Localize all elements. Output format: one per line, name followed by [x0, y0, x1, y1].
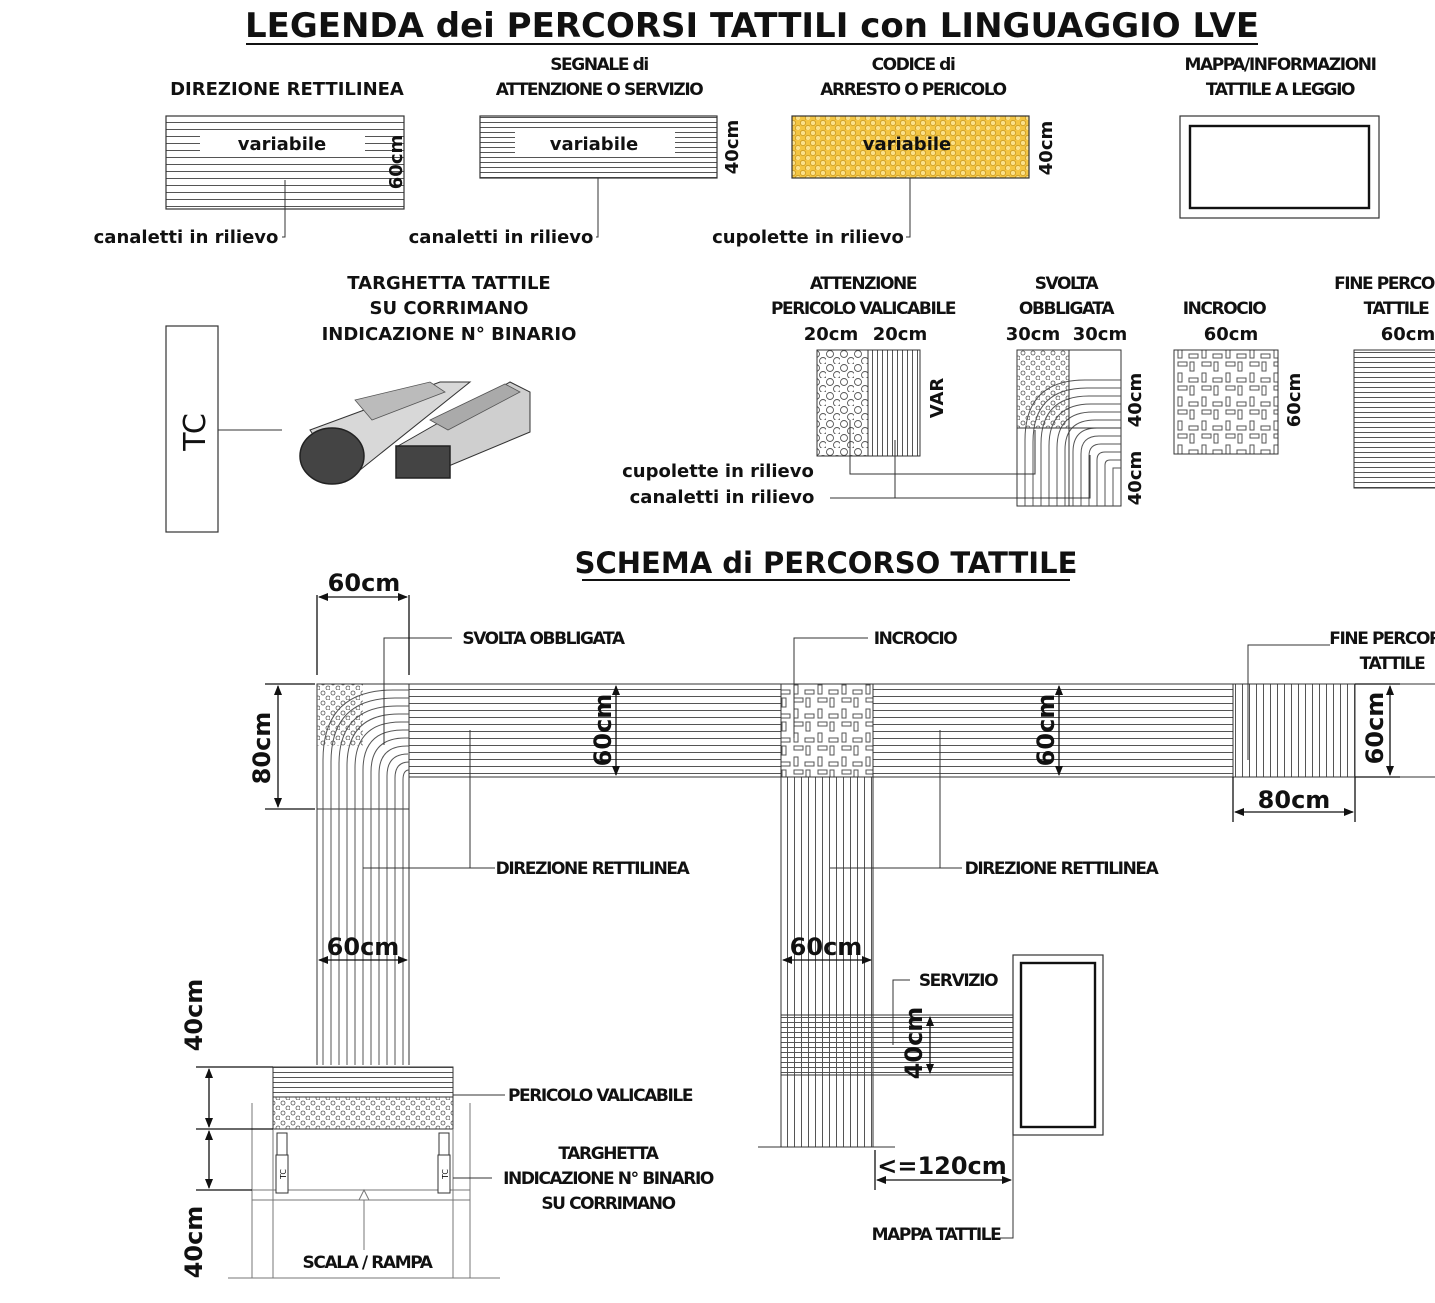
legend-codice-dim: 40cm: [1036, 121, 1057, 175]
legend-attenzione: ATTENZIONE PERICOLO VALICABILE 20cm 20cm…: [771, 274, 957, 457]
dim-h2-60: 60cm: [1032, 694, 1060, 767]
legend-direzione-dim: 60cm: [386, 135, 407, 189]
legend-codice-callout: cupolette in rilievo: [712, 227, 904, 248]
legend-direzione-title: DIREZIONE RETTILINEA: [170, 79, 404, 100]
callout-canaletti: canaletti in rilievo: [630, 487, 815, 508]
legend-mappa: MAPPA/INFORMAZIONI TATTILE A LEGGIO: [1179, 55, 1380, 219]
legend-codice-inner: variabile: [863, 134, 952, 155]
dim-left-40a: 40cm: [180, 979, 208, 1052]
label-scala: SCALA / RAMPA: [303, 1253, 434, 1273]
legend-svolta: SVOLTA OBBLIGATA 30cm 30cm 40cm 40cm: [1006, 274, 1146, 507]
schema-title: SCHEMA di PERCORSO TATTILE: [575, 546, 1078, 580]
path-main-horizontal: [408, 683, 1435, 778]
legend-tc-label: TC: [178, 413, 213, 452]
label-direzione-2: DIREZIONE RETTILINEA: [965, 859, 1160, 879]
legend-attenzione-title-1: ATTENZIONE: [810, 274, 917, 294]
legend-targhetta-title-2: SU CORRIMANO: [370, 298, 529, 319]
legend-attenzione-dim-a: 20cm: [804, 324, 858, 345]
label-fine-2: TATTILE: [1360, 654, 1425, 674]
legend-direzione-rettilinea: DIREZIONE RETTILINEA variabile 60cm cana…: [94, 79, 407, 248]
legend-segnale-dim: 40cm: [722, 120, 743, 174]
legend-svolta-side-a: 40cm: [1125, 373, 1146, 427]
legend-segnale-title-1: SEGNALE di: [550, 55, 648, 75]
path-servizio: [780, 1014, 1014, 1076]
dim-v2-60: 60cm: [790, 933, 863, 961]
path-stair: TC TC: [228, 1066, 500, 1279]
dim-fine-80: 80cm: [1258, 786, 1331, 814]
dim-left-80: 80cm: [248, 712, 276, 785]
legend-mappa-title-2: TATTILE A LEGGIO: [1206, 80, 1355, 100]
dim-v1-60: 60cm: [327, 933, 400, 961]
dim-fine-60: 60cm: [1361, 692, 1389, 765]
legend-svolta-title-1: SVOLTA: [1035, 274, 1100, 294]
handrail-illustration: [299, 381, 531, 485]
legend-incrocio-side: 60cm: [1284, 373, 1305, 427]
legend-attenzione-title-2: PERICOLO VALICABILE: [771, 299, 956, 319]
legend-mappa-title-1: MAPPA/INFORMAZIONI: [1184, 55, 1375, 75]
label-mappa-tattile: MAPPA TATTILE: [872, 1225, 1002, 1245]
dim-top-60: 60cm: [328, 569, 401, 597]
legend-segnale-inner: variabile: [550, 134, 639, 155]
dim-h1-60: 60cm: [589, 694, 617, 767]
legend-direzione-inner: variabile: [238, 134, 327, 155]
legend-callouts: cupolette in rilievo canaletti in riliev…: [622, 420, 1091, 508]
legend-attenzione-side: VAR: [927, 378, 948, 419]
label-fine-1: FINE PERCOR: [1329, 629, 1435, 649]
legend-targhetta-title-1: TARGHETTA TATTILE: [347, 273, 550, 294]
label-svolta-obbligata: SVOLTA OBBLIGATA: [462, 629, 626, 649]
label-targhetta-1: TARGHETTA: [558, 1144, 659, 1164]
legend-incrocio: INCROCIO 60cm 60cm: [1173, 299, 1305, 455]
stair-tc-right: TC: [441, 1169, 450, 1180]
legend-direzione-callout: canaletti in rilievo: [94, 227, 279, 248]
page-title: LEGENDA dei PERCORSI TATTILI con LINGUAG…: [245, 6, 1259, 46]
callout-cupolette: cupolette in rilievo: [622, 461, 814, 482]
label-targhetta-3: SU CORRIMANO: [541, 1194, 675, 1214]
legend-segnale-callout: canaletti in rilievo: [409, 227, 594, 248]
label-direzione-1: DIREZIONE RETTILINEA: [496, 859, 691, 879]
legend-svolta-dim-b: 30cm: [1073, 324, 1127, 345]
label-incrocio: INCROCIO: [874, 629, 958, 649]
legend-svolta-title-2: OBBLIGATA: [1019, 299, 1115, 319]
legend-targhetta: TARGHETTA TATTILE SU CORRIMANO INDICAZIO…: [165, 273, 577, 533]
legend-fine-title-1: FINE PERCO: [1334, 274, 1435, 294]
legend-attenzione-dim-b: 20cm: [873, 324, 927, 345]
legend-codice-arresto: CODICE di ARRESTO O PERICOLO variabile 4…: [712, 55, 1057, 248]
label-pericolo: PERICOLO VALICABILE: [508, 1086, 693, 1106]
path-svolta-corner: [316, 683, 410, 1065]
legend-codice-title-2: ARRESTO O PERICOLO: [820, 80, 1006, 100]
stair-tc-left: TC: [279, 1169, 288, 1180]
legend-targhetta-title-3: INDICAZIONE N° BINARIO: [322, 324, 577, 345]
legend-fine: FINE PERCO TATTILE 60cm: [1334, 274, 1435, 489]
legend-segnale-attenzione: SEGNALE di ATTENZIONE O SERVIZIO variabi…: [409, 55, 743, 248]
dim-left-40b: 40cm: [180, 1206, 208, 1279]
legend-codice-title-1: CODICE di: [872, 55, 955, 75]
legend-incrocio-dim: 60cm: [1204, 324, 1258, 345]
legend-fine-title-2: TATTILE: [1364, 299, 1429, 319]
dim-servizio-40: 40cm: [900, 1007, 928, 1080]
legend-svolta-side-b: 40cm: [1125, 451, 1146, 505]
schema-mappa-box: [1012, 954, 1104, 1136]
legend-incrocio-title: INCROCIO: [1183, 299, 1267, 319]
legend-svolta-dim-a: 30cm: [1006, 324, 1060, 345]
legend-segnale-title-2: ATTENZIONE O SERVIZIO: [496, 80, 704, 100]
dim-dist-120: <=120cm: [877, 1152, 1007, 1180]
legend-fine-dim: 60cm: [1381, 324, 1435, 345]
label-servizio: SERVIZIO: [919, 971, 998, 991]
label-targhetta-2: INDICAZIONE N° BINARIO: [503, 1169, 714, 1189]
